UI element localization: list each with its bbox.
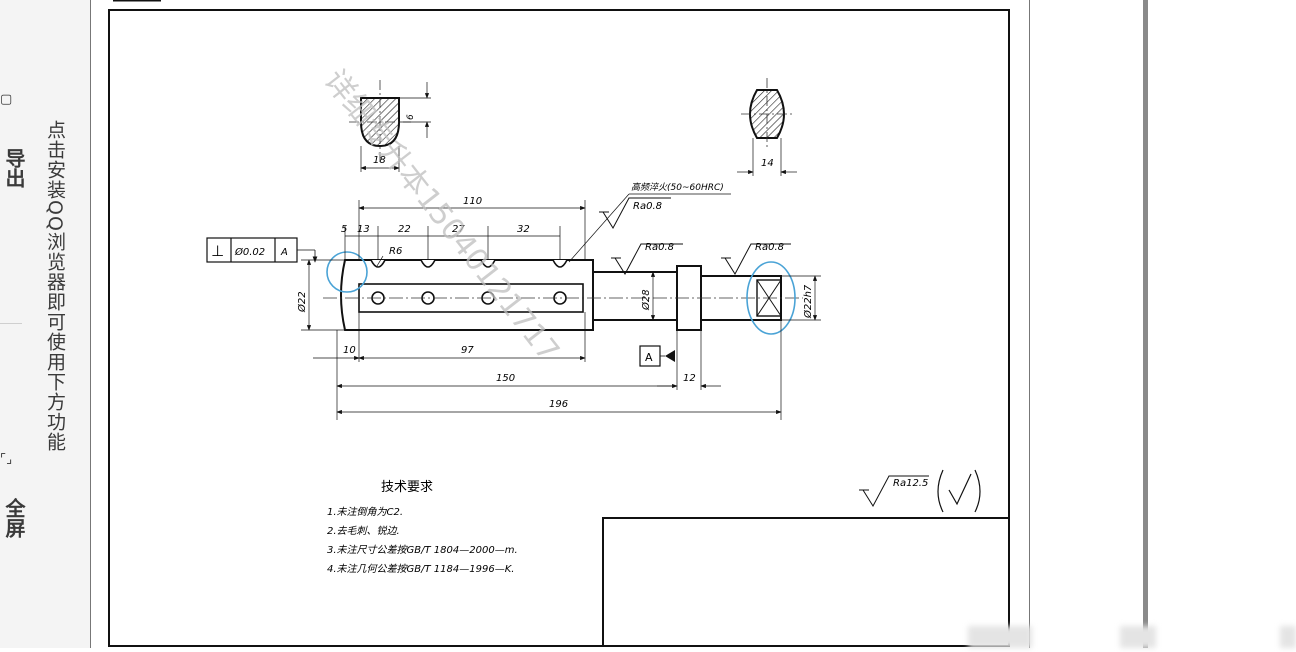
- drawing-frame: [108, 9, 1010, 647]
- left-sidebar: 点击安装QQ浏览器即可使用下方功能 ▢ 导出 ⌜⌟ 全屏: [0, 0, 90, 648]
- roughness-symbol-1: [599, 197, 671, 229]
- fullscreen-icon: ⌜⌟: [0, 452, 13, 467]
- dim-97: 97: [461, 345, 474, 356]
- dim-110: 110: [463, 196, 482, 207]
- blur-artifact: [968, 626, 1032, 648]
- dim-dia22h7: Ø22h7: [802, 284, 814, 319]
- dim-dia22: Ø22: [296, 291, 308, 313]
- blur-artifact: [1280, 626, 1296, 648]
- export-button[interactable]: 导出: [2, 148, 26, 188]
- requirement-4: 4.未注几何公差按GB/T 1184—1996—K.: [327, 563, 514, 575]
- general-roughness-symbol: [859, 469, 981, 513]
- tolerance-datum: A: [280, 247, 288, 258]
- roughness-general: Ra12.5: [893, 478, 928, 489]
- dim-flat-left: 6: [406, 114, 416, 120]
- shaft-view: [323, 251, 803, 335]
- dim-r6: R6: [389, 246, 402, 257]
- engineering-drawing: 6 18 14: [108, 0, 1010, 647]
- dim-width-left: 18: [373, 155, 386, 166]
- sidebar-divider: [0, 323, 22, 324]
- dim-196: 196: [549, 399, 568, 410]
- dim-13: 13: [357, 224, 370, 235]
- requirement-3: 3.未注尺寸公差按GB/T 1804—2000—m.: [327, 544, 518, 556]
- fullscreen-button[interactable]: 全屏: [2, 498, 26, 538]
- roughness-3: Ra0.8: [755, 242, 784, 253]
- requirements-title: 技术要求: [381, 480, 433, 495]
- tolerance-value: Ø0.02: [234, 246, 265, 258]
- roughness-symbol-2: [611, 243, 683, 275]
- export-icon: ▢: [0, 92, 13, 107]
- perpendicularity-symbol: ⊥: [211, 242, 224, 260]
- roughness-2: Ra0.8: [645, 242, 674, 253]
- datum-label: A: [645, 351, 653, 364]
- dim-32: 32: [517, 224, 530, 235]
- dim-27: 27: [452, 224, 465, 235]
- blur-artifact: [1120, 626, 1156, 648]
- requirement-1: 1.未注倒角为C2.: [327, 506, 403, 518]
- scrollbar[interactable]: [1143, 0, 1148, 648]
- dim-12: 12: [683, 373, 696, 384]
- dim-width-right: 14: [761, 158, 774, 169]
- dim-10: 10: [343, 345, 356, 356]
- section-right: 14: [737, 78, 797, 176]
- dim-150: 150: [496, 373, 515, 384]
- heat-treatment-note: 高频淬火(50~60HRC): [631, 182, 724, 193]
- dim-dia28: Ø28: [640, 289, 652, 311]
- roughness-symbol-3: [721, 243, 791, 275]
- title-block: [602, 517, 1010, 647]
- section-left: 6 18: [349, 80, 431, 172]
- install-notice: 点击安装QQ浏览器即可使用下方功能: [44, 120, 66, 452]
- dim-5: 5: [341, 224, 347, 235]
- drawing-sheet: 6 18 14: [90, 0, 1030, 648]
- requirement-2: 2.去毛刺、锐边.: [327, 525, 400, 537]
- dim-22: 22: [398, 224, 411, 235]
- tolerance-frame: [206, 237, 318, 263]
- roughness-1: Ra0.8: [633, 201, 662, 212]
- top-dimensions: [344, 200, 586, 260]
